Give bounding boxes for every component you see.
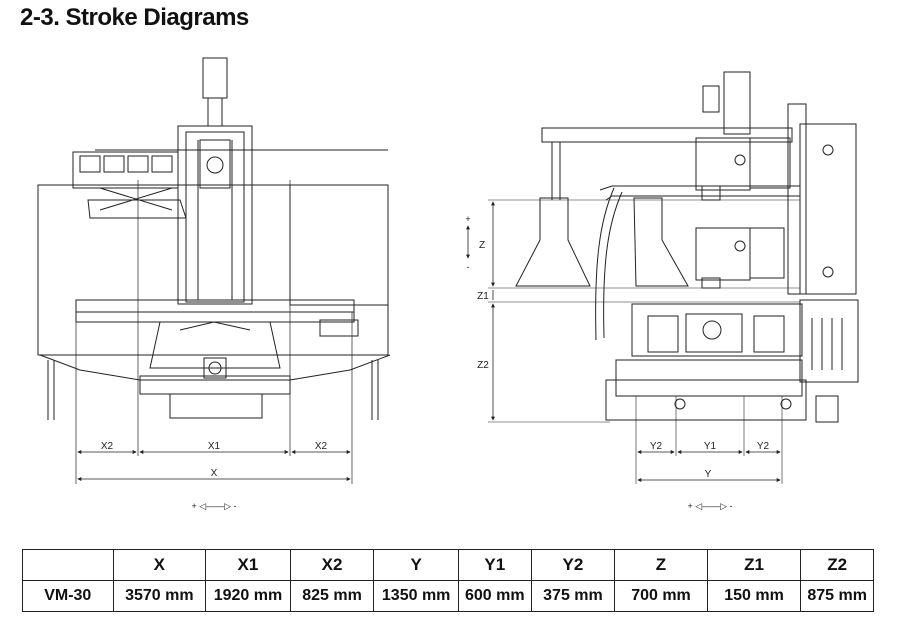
spec-header-cell: Z bbox=[614, 549, 708, 581]
spec-cell: 875 mm bbox=[800, 580, 874, 612]
spec-header-cell: Z2 bbox=[800, 549, 874, 581]
side-view-drawing bbox=[466, 71, 859, 484]
dim-z: Z bbox=[479, 240, 485, 251]
stroke-spec-table: X X1 X2 Y Y1 Y2 Z Z1 Z2 VM-30 3570 mm 19… bbox=[22, 549, 874, 612]
side-axis-direction: + ◁——▷ - bbox=[687, 501, 732, 511]
spec-header-cell: X1 bbox=[205, 549, 291, 581]
dim-y1: Y1 bbox=[704, 441, 717, 452]
spec-header-cell bbox=[22, 549, 114, 581]
z-marker-minus: - bbox=[467, 262, 470, 272]
spec-cell: 1920 mm bbox=[205, 580, 291, 612]
spec-header-cell: X bbox=[112, 549, 207, 581]
spec-header-cell: Y2 bbox=[530, 549, 616, 581]
side-view-dimension-labels: Z Z1 Z2 Y2 Y1 Y2 Y + - + ◁——▷ - bbox=[465, 214, 769, 511]
spec-header-cell: Y bbox=[373, 549, 459, 581]
spec-header-cell: Y1 bbox=[457, 549, 532, 581]
dim-x2-left: X2 bbox=[101, 441, 114, 452]
z-marker-plus: + bbox=[465, 214, 470, 224]
spec-cell: 3570 mm bbox=[112, 580, 207, 612]
front-view-drawing bbox=[37, 57, 391, 484]
front-view-dimension-labels: X2 X1 X2 X + ◁——▷ - bbox=[101, 441, 328, 511]
front-axis-direction: + ◁——▷ - bbox=[191, 501, 236, 511]
spec-cell-model: VM-30 bbox=[22, 580, 114, 612]
stroke-diagrams-figure: X2 X1 X2 X + ◁——▷ - bbox=[37, 57, 859, 511]
dim-y2-right: Y2 bbox=[757, 441, 770, 452]
table-row: VM-30 3570 mm 1920 mm 825 mm 1350 mm 600… bbox=[22, 580, 874, 612]
dim-z2: Z2 bbox=[477, 360, 489, 371]
dim-x: X bbox=[211, 468, 218, 479]
dim-y: Y bbox=[705, 469, 712, 480]
page-title: 2-3. Stroke Diagrams bbox=[20, 4, 249, 31]
dim-x1: X1 bbox=[208, 441, 221, 452]
spec-header-row: X X1 X2 Y Y1 Y2 Z Z1 Z2 bbox=[22, 549, 874, 581]
spec-header-cell: Z1 bbox=[706, 549, 802, 581]
spec-cell: 600 mm bbox=[457, 580, 532, 612]
spec-cell: 375 mm bbox=[530, 580, 616, 612]
dim-z1: Z1 bbox=[477, 291, 489, 302]
dim-x2-right: X2 bbox=[315, 441, 328, 452]
spec-cell: 150 mm bbox=[706, 580, 802, 612]
spec-cell: 1350 mm bbox=[373, 580, 459, 612]
dim-y2-left: Y2 bbox=[650, 441, 663, 452]
spec-cell: 700 mm bbox=[614, 580, 708, 612]
spec-header-cell: X2 bbox=[289, 549, 375, 581]
spec-cell: 825 mm bbox=[289, 580, 375, 612]
